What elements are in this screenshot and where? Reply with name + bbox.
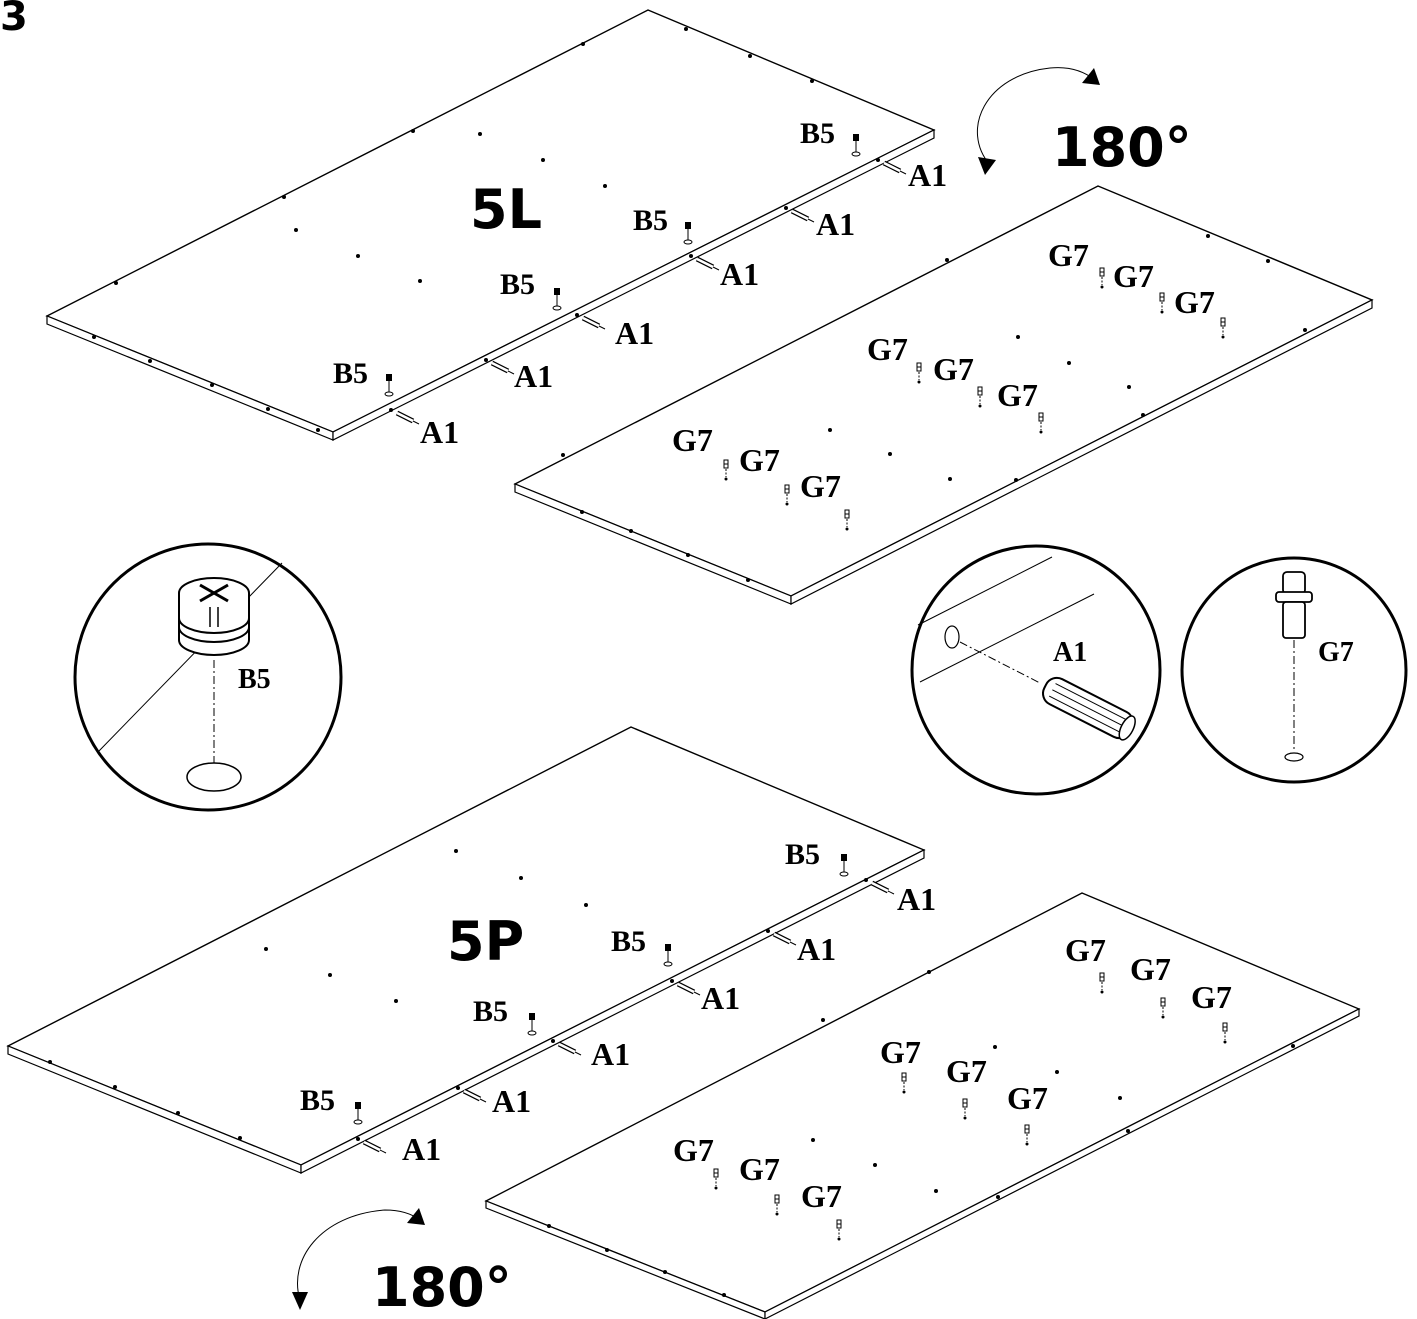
rotation-arrow-top: [976, 67, 1100, 175]
svg-text:B5: B5: [473, 995, 508, 1028]
svg-text:G7: G7: [1065, 932, 1106, 968]
svg-text:G7: G7: [1191, 979, 1232, 1015]
svg-text:G7: G7: [1048, 237, 1089, 273]
svg-text:B5: B5: [785, 838, 820, 871]
svg-text:A1: A1: [591, 1036, 630, 1072]
svg-text:A1: A1: [615, 315, 654, 351]
panel-5l-part-labels: B5 B5 B5 B5 A1 A1 A1 A1 A1 A1: [333, 117, 947, 450]
svg-text:G7: G7: [1113, 258, 1154, 294]
panel-5p-part-labels: B5 B5 B5 B5 A1 A1 A1 A1 A1 A1: [300, 838, 936, 1167]
svg-text:G7: G7: [997, 377, 1038, 413]
panel-5p-back-g7-labels: G7 G7 G7 G7 G7 G7 G7 G7 G7: [673, 932, 1232, 1214]
panel-5p-back: [484, 892, 1361, 1319]
svg-text:A1: A1: [402, 1131, 441, 1167]
svg-text:A1: A1: [720, 256, 759, 292]
svg-text:A1: A1: [420, 414, 459, 450]
panel-5l-back: [513, 185, 1374, 605]
svg-text:G7: G7: [800, 468, 841, 504]
svg-text:A1: A1: [816, 206, 855, 242]
svg-text:A1: A1: [701, 980, 740, 1016]
svg-text:A1: A1: [514, 358, 553, 394]
svg-text:G7: G7: [946, 1053, 987, 1089]
svg-text:B5: B5: [611, 925, 646, 958]
svg-text:B5: B5: [500, 268, 535, 301]
svg-text:A1: A1: [492, 1083, 531, 1119]
svg-text:G7: G7: [1174, 284, 1215, 320]
detail-a1: [910, 544, 1162, 796]
svg-text:G7: G7: [739, 1151, 780, 1187]
svg-text:G7: G7: [1130, 951, 1171, 987]
panel-5l-label: 5L: [470, 178, 542, 241]
svg-text:G7: G7: [880, 1034, 921, 1070]
detail-g7-label: G7: [1318, 637, 1354, 668]
panel-5l: [45, 9, 936, 441]
panel-5l-back-g7-labels: G7 G7 G7 G7 G7 G7 G7 G7 G7: [672, 237, 1215, 504]
svg-text:A1: A1: [797, 931, 836, 967]
svg-text:G7: G7: [1007, 1080, 1048, 1116]
svg-text:A1: A1: [897, 881, 936, 917]
svg-text:G7: G7: [739, 442, 780, 478]
svg-text:G7: G7: [672, 422, 713, 458]
svg-text:B5: B5: [333, 357, 368, 390]
svg-text:B5: B5: [800, 117, 835, 150]
rotation-label-bottom: 180°: [372, 1256, 512, 1319]
detail-a1-label: A1: [1053, 637, 1087, 668]
step-number: 3: [0, 0, 28, 40]
detail-b5-label: B5: [238, 664, 271, 695]
detail-g7: [1180, 556, 1408, 784]
detail-b5: [73, 542, 343, 812]
svg-text:B5: B5: [633, 204, 668, 237]
panel-5p-label: 5P: [447, 910, 524, 973]
svg-text:G7: G7: [673, 1132, 714, 1168]
svg-text:A1: A1: [908, 157, 947, 193]
svg-text:G7: G7: [801, 1178, 842, 1214]
rotation-arrow-bottom: [292, 1208, 425, 1310]
svg-text:B5: B5: [300, 1084, 335, 1117]
svg-text:G7: G7: [867, 331, 908, 367]
rotation-label-top: 180°: [1052, 116, 1192, 179]
svg-text:G7: G7: [933, 351, 974, 387]
